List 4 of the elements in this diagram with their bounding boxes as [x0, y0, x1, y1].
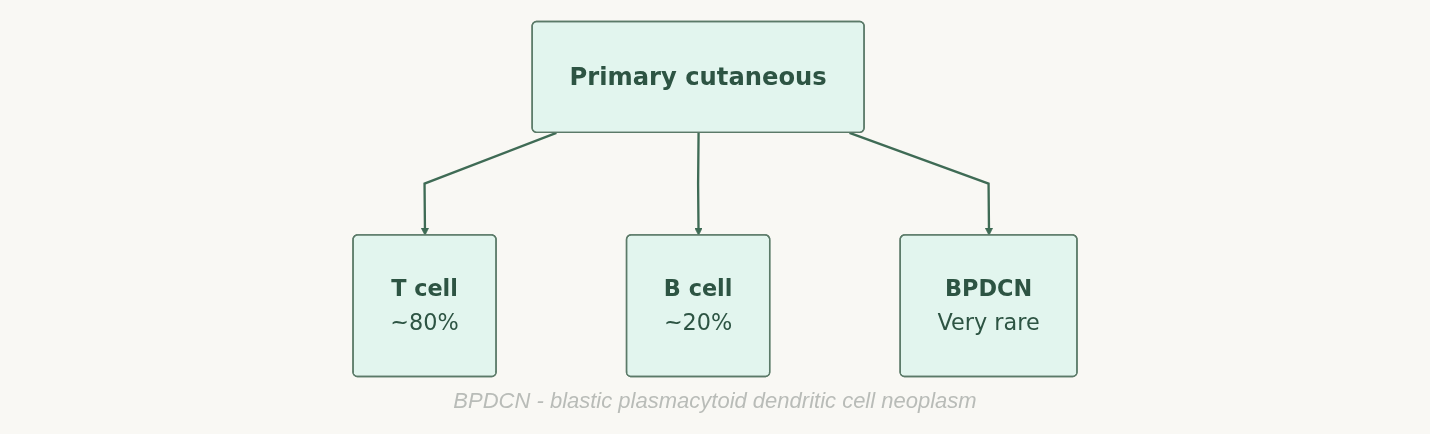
arrow: [849, 131, 994, 236]
arrow: [694, 132, 703, 236]
caption: BPDCN - blastic plasmacytoid dendritic cell neoplasm: [452, 388, 978, 414]
arrow: [420, 131, 557, 236]
